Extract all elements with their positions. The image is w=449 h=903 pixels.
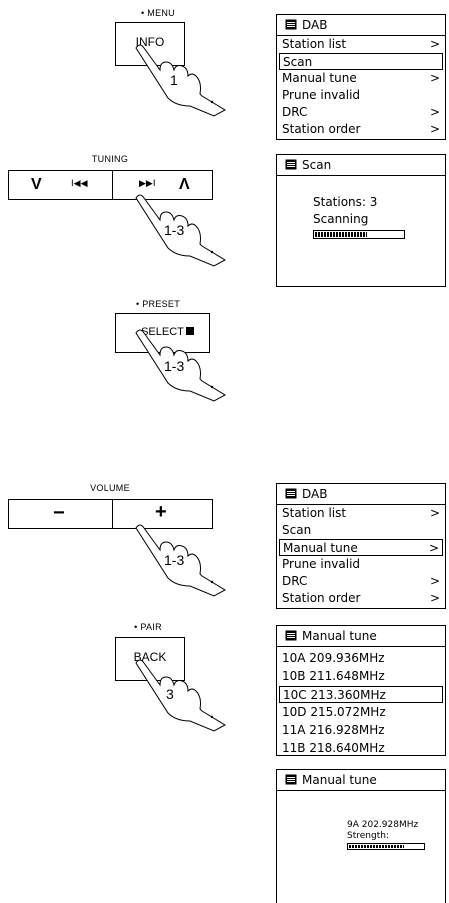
pointing-hand-icon <box>130 190 240 265</box>
menu-item[interactable]: Station list> <box>279 36 443 53</box>
channel-item[interactable]: 10A 209.936MHz <box>279 650 443 667</box>
scan-progress-bar <box>313 230 405 239</box>
screen-title-text: DAB <box>302 18 327 32</box>
previous-icon: I◀◀ <box>71 179 88 189</box>
screen-title-text: Manual tune <box>302 629 377 643</box>
channel-item[interactable]: 10D 215.072MHz <box>279 704 443 721</box>
menu-item[interactable]: DRC> <box>279 573 443 590</box>
chevron-right-icon: > <box>430 104 440 121</box>
menu-item[interactable]: Prune invalid <box>279 87 443 104</box>
tune-down-button[interactable]: V I◀◀ <box>9 171 113 199</box>
signal-strength-bar <box>347 843 425 850</box>
pointing-hand-icon <box>130 40 240 115</box>
chevron-right-icon: > <box>430 36 440 53</box>
menu-item[interactable]: Station order> <box>279 590 443 607</box>
menu-icon <box>285 19 297 30</box>
menu-icon <box>285 488 297 499</box>
step-number: 1-3 <box>164 552 184 568</box>
menu-item[interactable]: Scan <box>279 522 443 539</box>
tuned-frequency: 9A 202.928MHz <box>347 820 418 830</box>
preset-caption: • PRESET <box>118 299 198 309</box>
scan-screen: Scan Stations: 3 Scanning <box>276 154 446 287</box>
pointing-hand-icon <box>130 520 240 595</box>
menu-item[interactable]: Prune invalid <box>279 556 443 573</box>
screen-title-text: Scan <box>302 158 331 172</box>
pair-caption: • PAIR <box>118 622 178 632</box>
step-number: 3 <box>166 686 174 702</box>
chevron-down-icon: V <box>31 176 42 194</box>
menu-item-selected[interactable]: Scan <box>279 53 443 70</box>
channel-item[interactable]: 11B 218.640MHz <box>279 740 443 757</box>
screen-title: DAB <box>285 15 327 34</box>
menu-icon <box>285 774 297 785</box>
volume-down-button[interactable]: − <box>9 500 113 528</box>
volume-caption: VOLUME <box>70 483 150 493</box>
pointing-hand-icon <box>130 655 240 730</box>
menu-icon <box>285 630 297 641</box>
menu-item-selected[interactable]: Manual tune> <box>279 539 443 556</box>
chevron-right-icon: > <box>430 70 440 87</box>
chevron-right-icon: > <box>430 505 440 522</box>
next-icon: ▶▶I <box>139 179 156 189</box>
scan-status: Scanning <box>313 212 368 226</box>
menu-item[interactable]: Station order> <box>279 121 443 138</box>
dab-menu-screen-2: DAB Station list> Scan Manual tune> Prun… <box>276 483 446 609</box>
menu-icon <box>285 159 297 170</box>
step-number: 1-3 <box>164 222 184 238</box>
stations-count: Stations: 3 <box>313 195 377 209</box>
channel-item[interactable]: 10B 211.648MHz <box>279 668 443 685</box>
menu-caption: • MENU <box>118 8 198 18</box>
chevron-right-icon: > <box>430 121 440 138</box>
channel-item-selected[interactable]: 10C 213.360MHz <box>279 686 443 703</box>
chevron-right-icon: > <box>430 590 440 607</box>
step-number: 1 <box>170 72 178 88</box>
screen-title: Manual tune <box>285 770 377 789</box>
chevron-right-icon: > <box>429 540 439 557</box>
menu-item[interactable]: Station list> <box>279 505 443 522</box>
menu-item[interactable]: Manual tune> <box>279 70 443 87</box>
strength-label: Strength: <box>347 831 389 841</box>
screen-title-text: Manual tune <box>302 773 377 787</box>
screen-title: Scan <box>285 155 331 174</box>
manual-tune-list-screen: Manual tune 10A 209.936MHz 10B 211.648MH… <box>276 625 446 756</box>
screen-title: DAB <box>285 484 327 503</box>
scan-progress-fill <box>315 232 367 237</box>
menu-item[interactable]: DRC> <box>279 104 443 121</box>
pointing-hand-icon <box>130 325 240 400</box>
screen-title: Manual tune <box>285 626 377 645</box>
screen-title-text: DAB <box>302 487 327 501</box>
step-number: 1-3 <box>164 358 184 374</box>
dab-menu-screen: DAB Station list> Scan Manual tune> Prun… <box>276 14 446 140</box>
minus-icon: − <box>53 502 65 525</box>
chevron-right-icon: > <box>430 573 440 590</box>
signal-strength-fill <box>349 845 404 848</box>
manual-tune-detail-screen: Manual tune 9A 202.928MHz Strength: <box>276 769 446 903</box>
channel-item[interactable]: 11A 216.928MHz <box>279 722 443 739</box>
tuning-caption: TUNING <box>70 154 150 164</box>
